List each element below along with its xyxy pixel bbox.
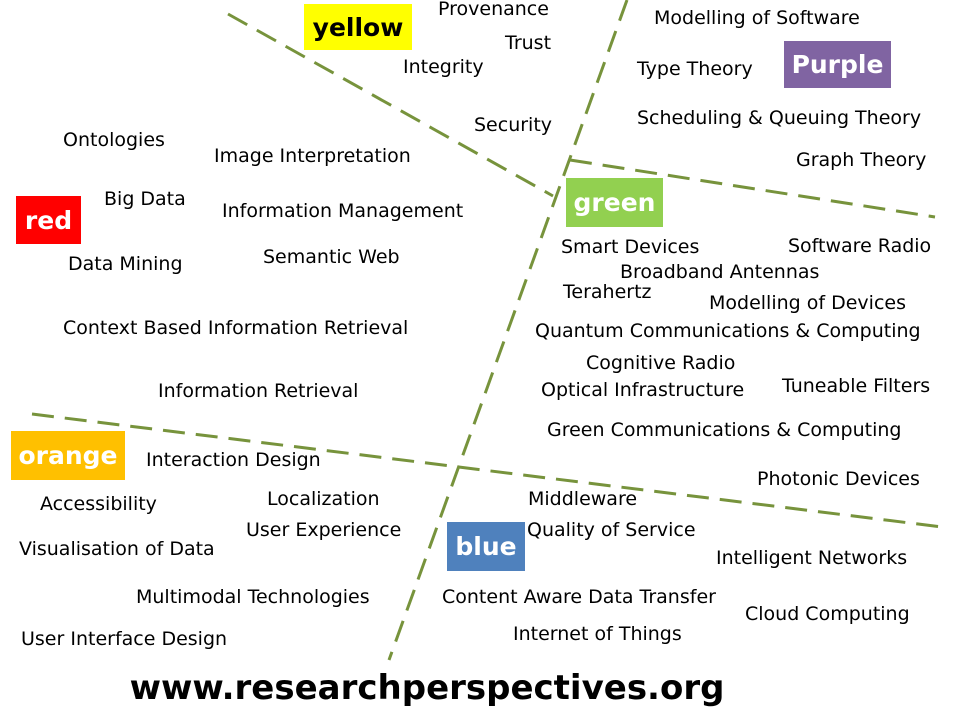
topic-type-theory: Type Theory	[637, 58, 753, 80]
topic-ontologies: Ontologies	[63, 129, 165, 151]
topic-optical-infrastructure: Optical Infrastructure	[541, 379, 745, 401]
topic-provenance: Provenance	[438, 0, 549, 20]
topic-middleware: Middleware	[528, 488, 638, 510]
topic-multimodal-technologies: Multimodal Technologies	[136, 586, 370, 608]
topic-tuneable-filters: Tuneable Filters	[782, 375, 931, 397]
topic-data-mining: Data Mining	[68, 253, 183, 275]
topic-visualisation-of-data: Visualisation of Data	[19, 538, 215, 560]
badge-purple: Purple	[784, 41, 891, 88]
divider-purple-green	[569, 158, 936, 219]
badge-orange: orange	[11, 431, 125, 480]
topic-user-experience: User Experience	[246, 519, 402, 541]
divider-orange-blue	[31, 412, 943, 529]
topic-interaction-design: Interaction Design	[146, 449, 321, 471]
divider-yellow-red	[227, 12, 554, 198]
topic-user-interface-design: User Interface Design	[21, 628, 228, 650]
topic-image-interpretation: Image Interpretation	[214, 145, 411, 167]
topic-green-communications-computing: Green Communications & Computing	[547, 419, 902, 441]
topic-information-management: Information Management	[222, 200, 464, 222]
topic-context-based-information-retrieval: Context Based Information Retrieval	[63, 317, 409, 339]
topic-big-data: Big Data	[104, 188, 186, 210]
topic-integrity: Integrity	[403, 56, 484, 78]
website-url: www.researchperspectives.org	[129, 668, 725, 708]
topic-cognitive-radio: Cognitive Radio	[586, 352, 736, 374]
topic-cloud-computing: Cloud Computing	[745, 603, 910, 625]
topic-intelligent-networks: Intelligent Networks	[716, 547, 908, 569]
topic-trust: Trust	[505, 32, 552, 54]
topic-scheduling-queuing-theory: Scheduling & Queuing Theory	[637, 107, 922, 129]
topic-content-aware-data-transfer: Content Aware Data Transfer	[442, 586, 716, 608]
topic-terahertz: Terahertz	[563, 281, 652, 303]
badge-red: red	[16, 196, 81, 244]
topic-modelling-of-software: Modelling of Software	[654, 7, 860, 29]
divider-main-diagonal	[387, 0, 629, 661]
topic-localization: Localization	[267, 488, 380, 510]
topic-quantum-communications-computing: Quantum Communications & Computing	[535, 320, 921, 342]
topic-broadband-antennas: Broadband Antennas	[620, 261, 820, 283]
topic-accessibility: Accessibility	[40, 493, 157, 515]
topic-photonic-devices: Photonic Devices	[757, 468, 920, 490]
badge-green: green	[566, 178, 663, 227]
topic-software-radio: Software Radio	[788, 235, 932, 257]
topic-smart-devices: Smart Devices	[561, 236, 700, 258]
badge-yellow: yellow	[304, 4, 412, 50]
topic-modelling-of-devices: Modelling of Devices	[709, 292, 906, 314]
topic-internet-of-things: Internet of Things	[513, 623, 682, 645]
topic-information-retrieval: Information Retrieval	[158, 380, 359, 402]
badge-blue: blue	[447, 522, 525, 571]
topic-semantic-web: Semantic Web	[263, 246, 400, 268]
topic-quality-of-service: Quality of Service	[527, 519, 696, 541]
topic-graph-theory: Graph Theory	[796, 149, 927, 171]
topic-security: Security	[474, 114, 553, 136]
